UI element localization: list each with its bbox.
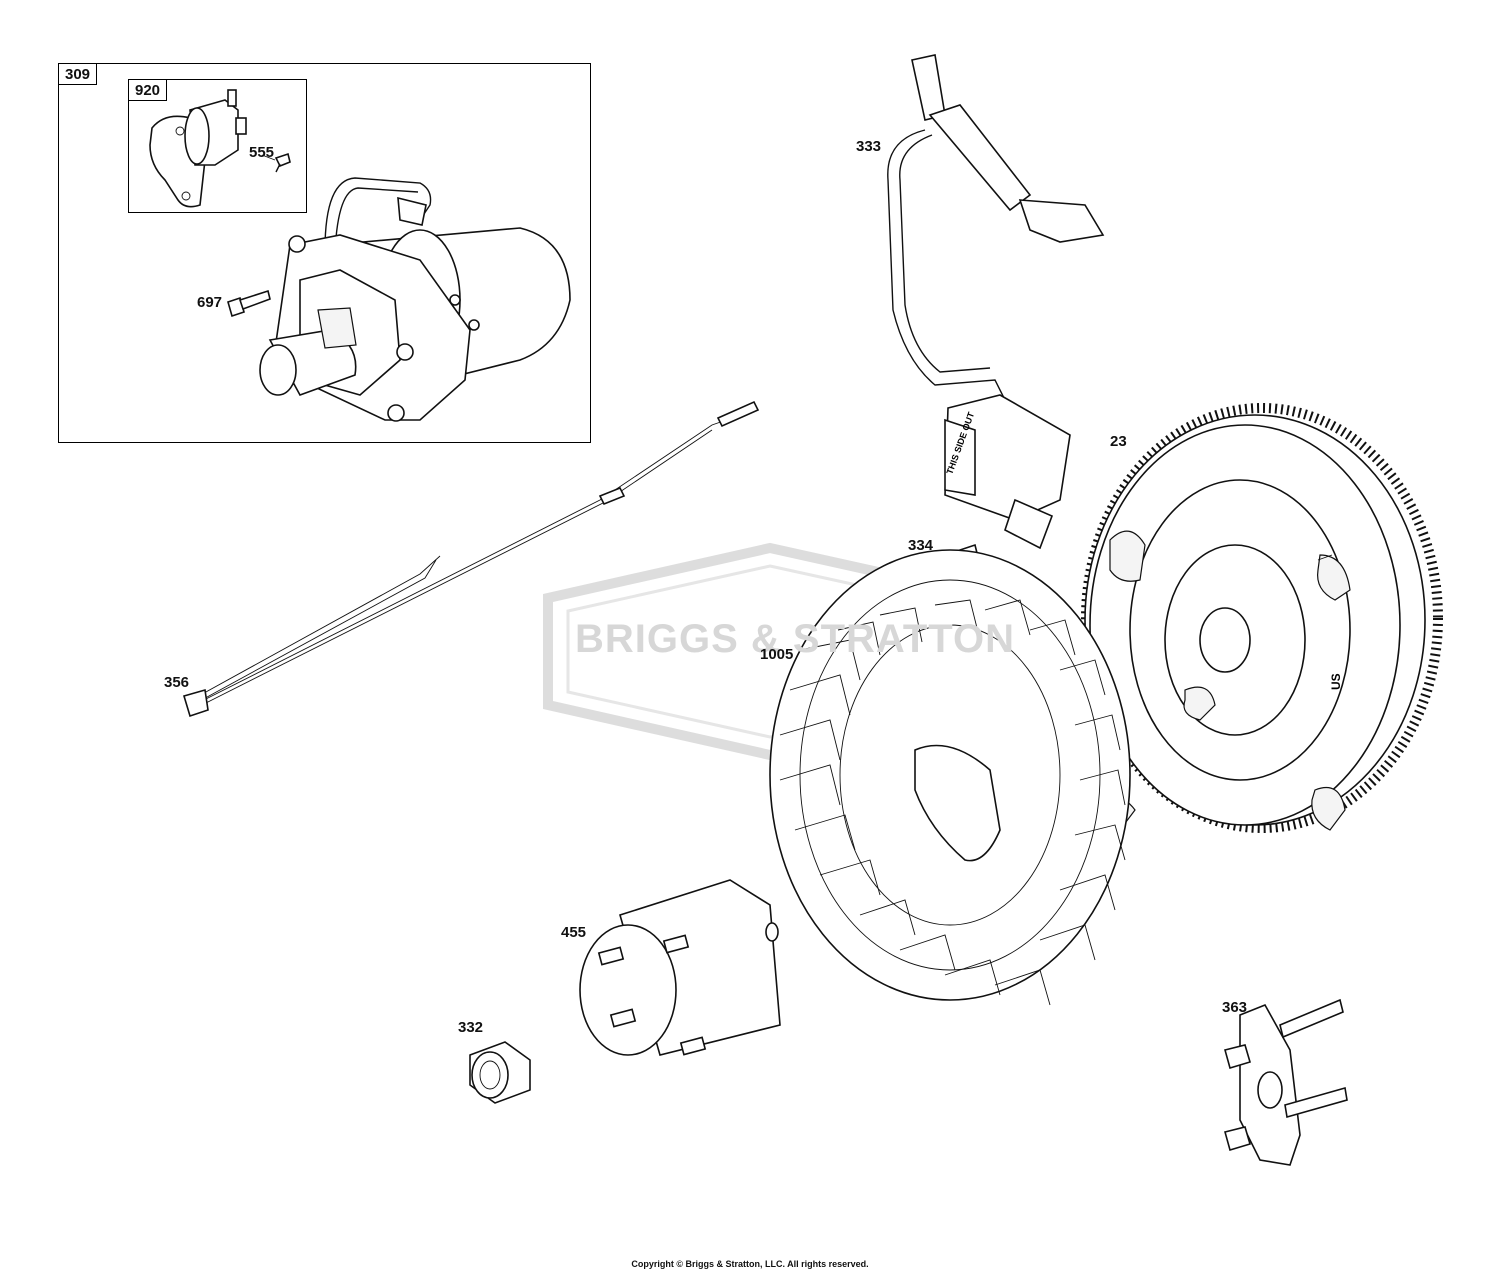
callout-356: 356 (164, 674, 190, 691)
svg-text:US: US (1329, 673, 1343, 690)
callout-363: 363 (1222, 999, 1248, 1016)
flywheel-nut (469, 1041, 531, 1104)
starter-solenoid (149, 89, 247, 208)
callout-332: 332 (458, 1019, 484, 1036)
flywheel: US (1081, 403, 1443, 833)
callout-1005: 1005 (760, 646, 794, 663)
leader-lines (261, 154, 1333, 561)
kit-box-starter-label: 309 (59, 64, 98, 85)
callout-555: 555 (249, 144, 275, 161)
watermark-text: BRIGGS & STRATTON (575, 617, 1015, 661)
callout-334: 334 (908, 537, 934, 554)
callout-23: 23 (1110, 433, 1127, 450)
flywheel-clutch (1224, 998, 1348, 1166)
ignition-armature: THIS SIDE OUT (887, 54, 1105, 550)
wire-harness (183, 400, 760, 718)
kit-box-solenoid (128, 79, 307, 213)
callout-455: 455 (561, 924, 587, 941)
starter-cup (579, 879, 781, 1056)
kit-box-solenoid-label: 920 (129, 80, 168, 101)
solenoid-screw (274, 152, 291, 173)
kit-box-starter (58, 63, 591, 443)
starter-motor (259, 177, 571, 422)
copyright-notice: Copyright © Briggs & Stratton, LLC. All … (631, 1259, 869, 1269)
starter-bolt (227, 289, 271, 318)
callout-697: 697 (197, 294, 223, 311)
cooling-fan (769, 549, 1131, 1006)
callout-333: 333 (856, 138, 882, 155)
